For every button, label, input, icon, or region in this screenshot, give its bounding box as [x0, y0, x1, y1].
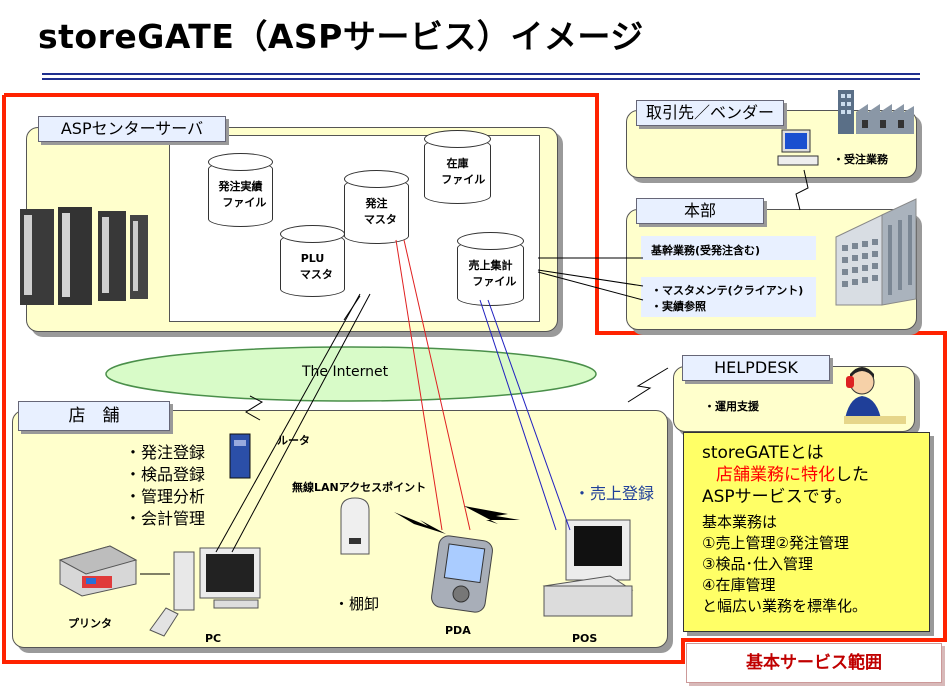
pos-icon: [542, 519, 634, 617]
hq-master-maintenance: ・マスタメンテ(クライアント): [651, 284, 804, 297]
vendor-computer-icon: [777, 129, 819, 166]
pda-icon: [431, 535, 493, 613]
stocktake: ・棚卸: [334, 595, 380, 613]
router-label: ルータ: [277, 434, 310, 447]
store-task-list: ・発注登録 ・検品登録 ・管理分析 ・会計管理: [125, 442, 205, 530]
summary-line8: と幅広い業務を標準化。: [702, 597, 868, 615]
helpdesk-task: ・運用支援: [704, 400, 759, 413]
title-rule-top: [42, 73, 920, 75]
hq-building-icon: [835, 198, 917, 306]
server-rack-icon: [20, 207, 148, 305]
store-label: 店 舗: [18, 401, 170, 431]
asp-center-label: ASPセンターサーバ: [38, 116, 226, 142]
hq-maint-box: [641, 277, 816, 317]
summary-line7: ④在庫管理: [702, 576, 776, 594]
pc-icon: [173, 547, 261, 611]
summary-line6: ③検品･仕入管理: [702, 555, 813, 573]
store-task-accounting: ・会計管理: [125, 509, 206, 528]
plu-master-file: PLU マスタ: [280, 225, 345, 297]
store-task-inspect: ・検品登録: [125, 465, 206, 484]
barcode-scanner-icon: [149, 607, 179, 637]
title-rule-bottom: [42, 78, 920, 80]
router-icon: [229, 433, 251, 479]
internet-label: The Internet: [302, 364, 389, 380]
wireless-ap-label: 無線LANアクセスポイント: [292, 481, 427, 494]
pda-label: PDA: [445, 624, 471, 637]
summary-box: storeGATEとは 店舗業務に特化した ASPサービスです。 基本業務は ①…: [683, 432, 930, 632]
store-task-order: ・発注登録: [125, 443, 206, 462]
service-range-label: 基本サービス範囲: [686, 643, 942, 683]
hq-label: 本部: [636, 198, 764, 224]
pos-label: POS: [572, 632, 598, 645]
sales-summary-file: 売上集計 ファイル: [457, 232, 524, 306]
vendor-label: 取引先／ベンダー: [636, 100, 784, 126]
hq-core-task-box: [641, 236, 816, 260]
summary-line3: ASPサービスです。: [702, 487, 852, 507]
pc-label: PC: [205, 632, 222, 645]
hq-results-reference: ・実績参照: [651, 300, 706, 313]
summary-line5: ①売上管理②発注管理: [702, 534, 849, 552]
summary-line4: 基本業務は: [702, 513, 778, 531]
sales-registration: ・売上登録: [574, 484, 655, 503]
helpdesk-label: HELPDESK: [682, 355, 830, 381]
summary-line1: storeGATEとは: [702, 443, 824, 463]
summary-line2: 店舗業務に特化した: [716, 465, 869, 485]
wireless-ap-icon: [340, 497, 370, 555]
order-master-file: 発注 マスタ: [344, 170, 409, 244]
page-title: storeGATE（ASPサービス）イメージ: [38, 17, 644, 56]
vendor-task: ・受注業務: [833, 153, 888, 166]
printer-icon: [58, 545, 138, 597]
store-task-analysis: ・管理分析: [125, 487, 206, 506]
internet-cloud: [105, 346, 597, 402]
order-history-file: 発注実績 ファイル: [208, 153, 273, 227]
factory-icon: [838, 90, 914, 134]
printer-label: プリンタ: [68, 617, 112, 630]
hq-core-task: 基幹業務(受発注含む): [651, 244, 761, 257]
inventory-file: 在庫 ファイル: [424, 130, 491, 204]
support-person-icon: [844, 367, 906, 424]
